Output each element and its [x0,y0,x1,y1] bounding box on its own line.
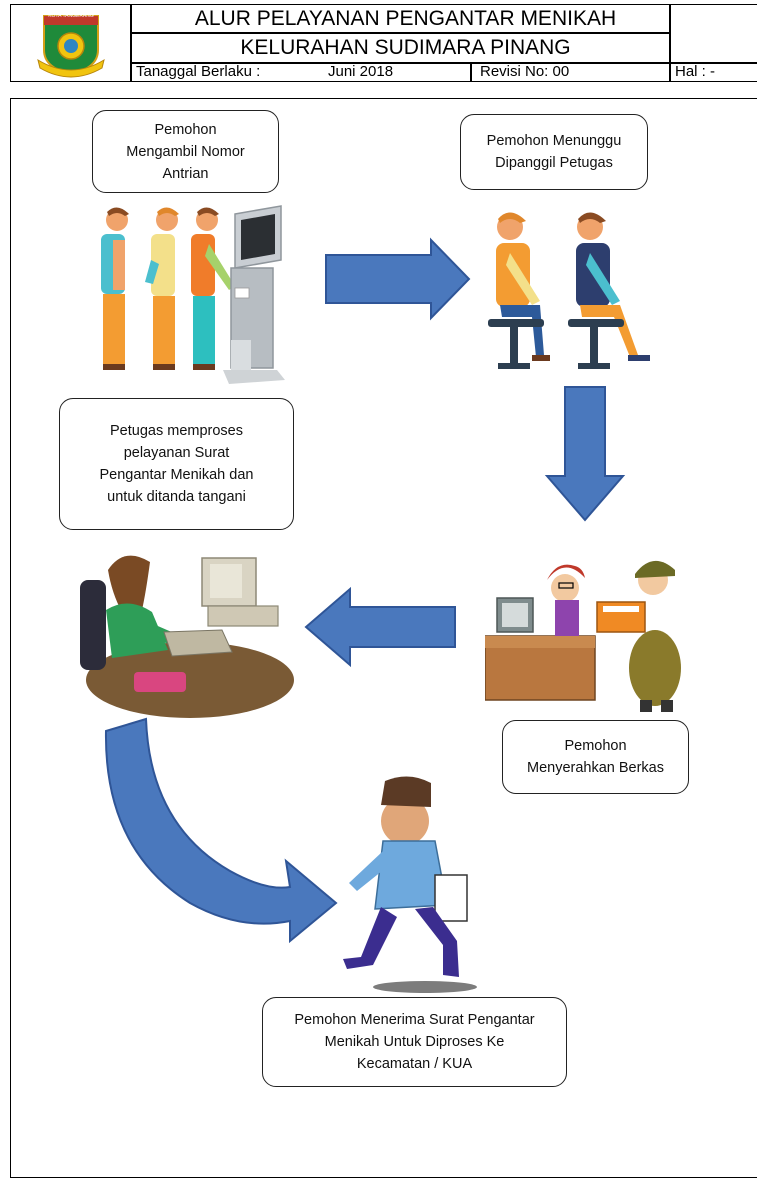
courier-man [596,560,681,712]
queue-kiosk [223,205,285,384]
running-man-illustration [343,776,477,993]
queue-person-1 [101,207,129,370]
submit-documents-illustration [485,560,681,712]
blank-cell [669,4,757,64]
desk-clerk [485,564,596,701]
date-cell [130,62,472,82]
queue-kiosk-illustration [101,205,285,384]
step-wait-for-call: Pemohon Menunggu Dipanggil Petugas [460,114,648,190]
title-cell-1 [130,4,671,34]
step-take-queue-number: Pemohon Mengambil Nomor Antrian [92,110,279,193]
queue-person-2 [145,207,179,370]
arrow-right [325,237,471,321]
date-value: Juni 2018 [328,63,394,80]
logo-text: KOTA TANGERANG [48,13,94,19]
logo-cell [10,4,132,82]
revision-cell [470,62,671,82]
arrow-down [544,386,626,522]
queue-person-3 [191,207,235,370]
title-line-2: KELURAHAN SUDIMARA PINANG [240,36,571,59]
desk-computer [134,557,279,692]
step-officer-processes: Petugas memproses pelayanan Surat Pengan… [59,398,294,530]
officer-woman [106,555,190,658]
waiting-person-1 [488,212,550,369]
page-number: Hal : - [675,63,716,80]
waiting-people-illustration [488,212,650,369]
arrow-curved [104,717,338,944]
revision-number: Revisi No: 00 [480,63,570,80]
page-cell [669,62,757,82]
step-receive-letter: Pemohon Menerima Surat Pengantar Menikah… [262,997,567,1087]
step-submit-documents: Pemohon Menyerahkan Berkas [502,720,689,794]
title-cell-2 [130,32,671,64]
date-label: Tanaggal Berlaku : [136,63,261,80]
officer-computer-illustration [80,555,294,718]
office-chair [80,580,106,670]
title-line-1: ALUR PELAYANAN PENGANTAR MENIKAH [194,7,617,30]
arrow-left [304,586,456,668]
document-header: KOTA TANGERANG ALUR PELAYANAN PENGANTAR … [10,4,757,82]
waiting-person-2 [568,212,650,369]
city-logo [37,15,105,78]
